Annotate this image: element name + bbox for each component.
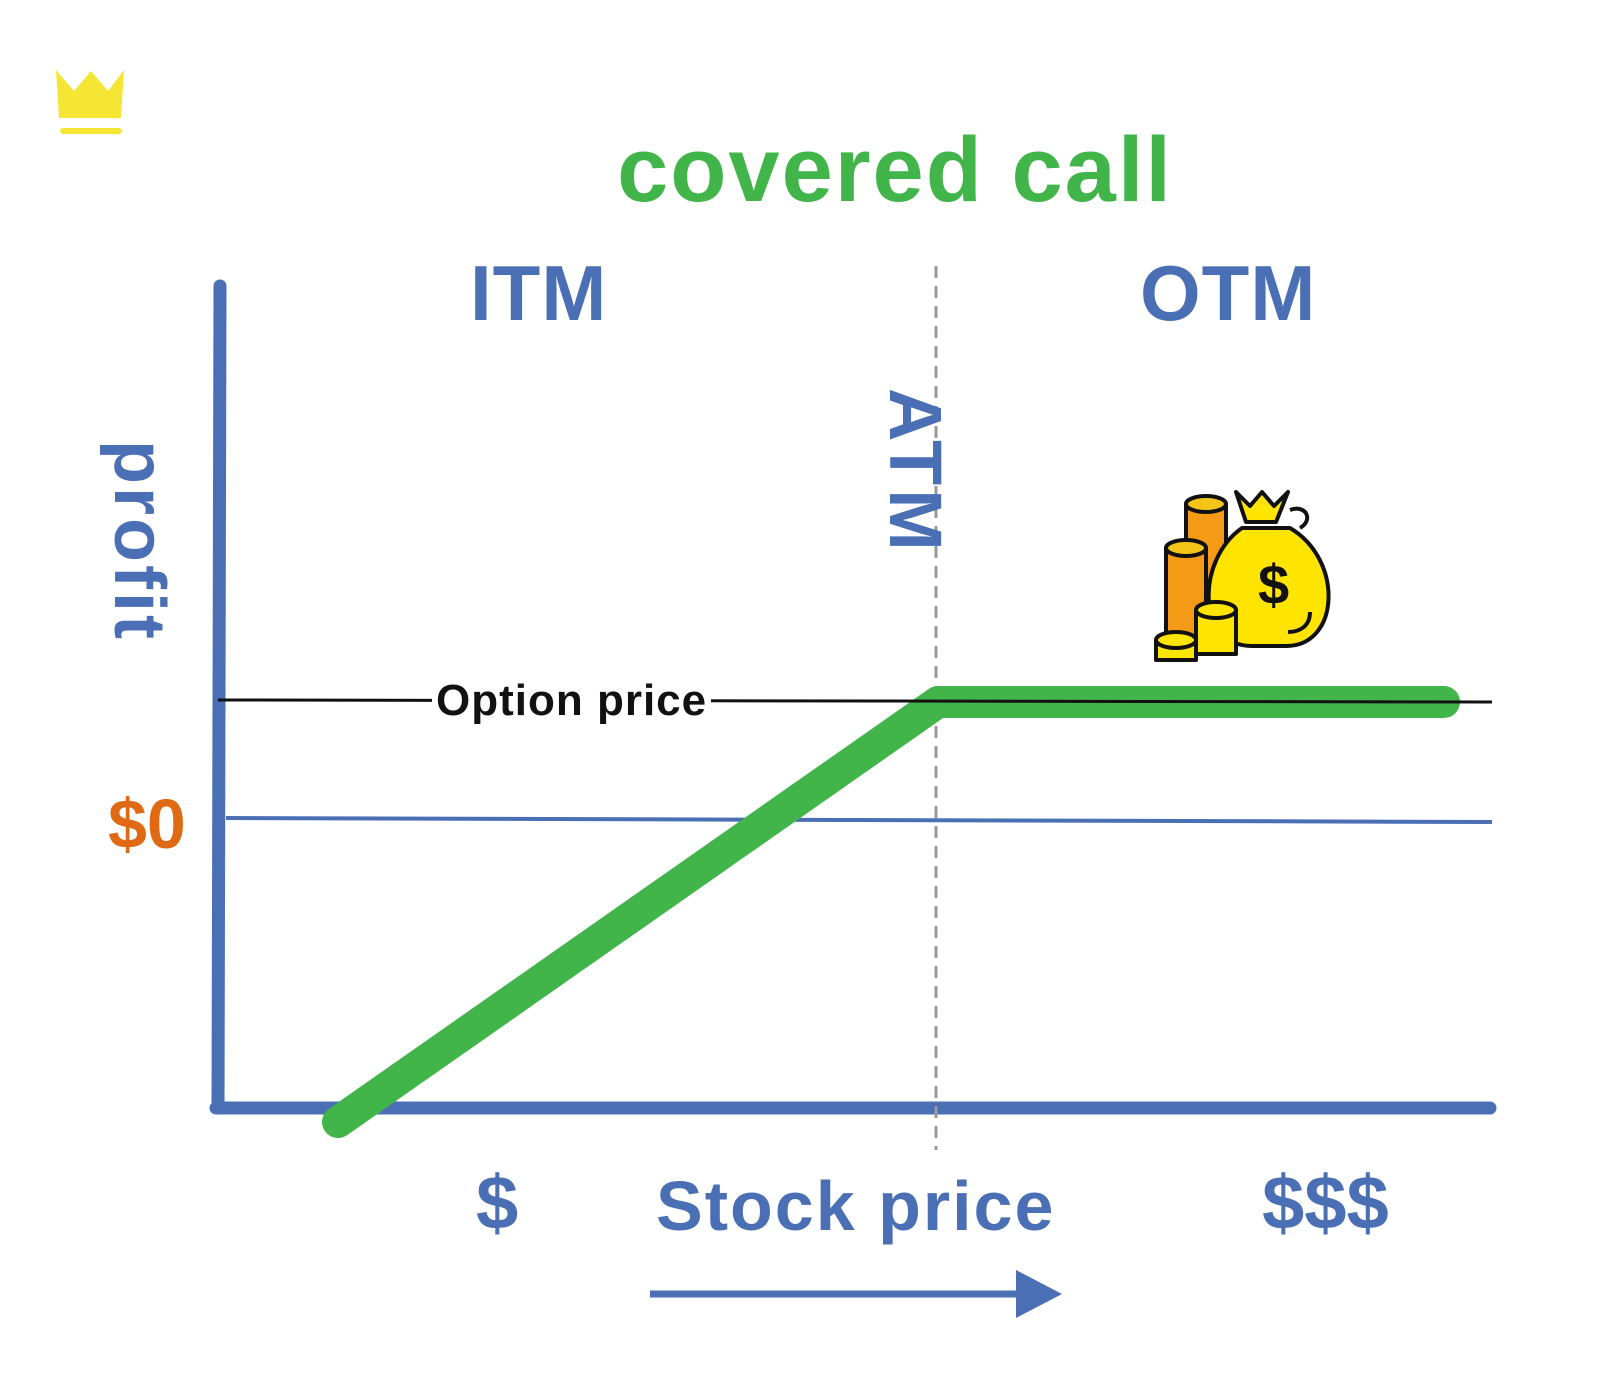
y-axis bbox=[211, 279, 227, 1115]
atm-label: ATM bbox=[874, 388, 957, 555]
otm-label: OTM bbox=[1140, 249, 1317, 337]
x-arrow bbox=[650, 1270, 1062, 1318]
payoff-line bbox=[322, 686, 1460, 1138]
x-axis-label: Stock price bbox=[656, 1167, 1056, 1245]
crown-icon bbox=[56, 70, 124, 134]
itm-label: ITM bbox=[470, 249, 608, 337]
y-axis-label: profit bbox=[99, 440, 179, 642]
x-low-label: $ bbox=[476, 1161, 519, 1246]
money-bag-icon: $ bbox=[1154, 490, 1331, 662]
option-price-label: Option price bbox=[432, 676, 712, 726]
svg-text:$: $ bbox=[1258, 553, 1289, 616]
option-price-line bbox=[217, 698, 1493, 704]
zero-line bbox=[225, 816, 1493, 824]
x-high-label: $$$ bbox=[1262, 1161, 1389, 1246]
zero-label: $0 bbox=[108, 785, 186, 863]
chart-title: covered call bbox=[617, 119, 1173, 221]
